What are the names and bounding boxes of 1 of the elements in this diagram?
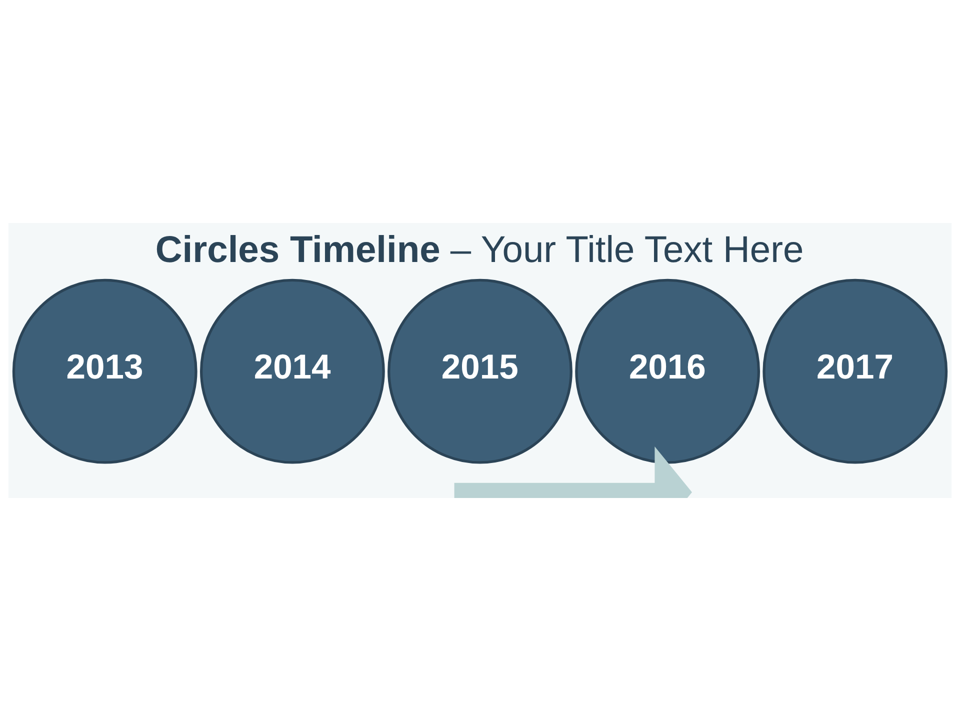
diagram-title: Circles Timeline – Your Title Text Here	[155, 228, 804, 270]
